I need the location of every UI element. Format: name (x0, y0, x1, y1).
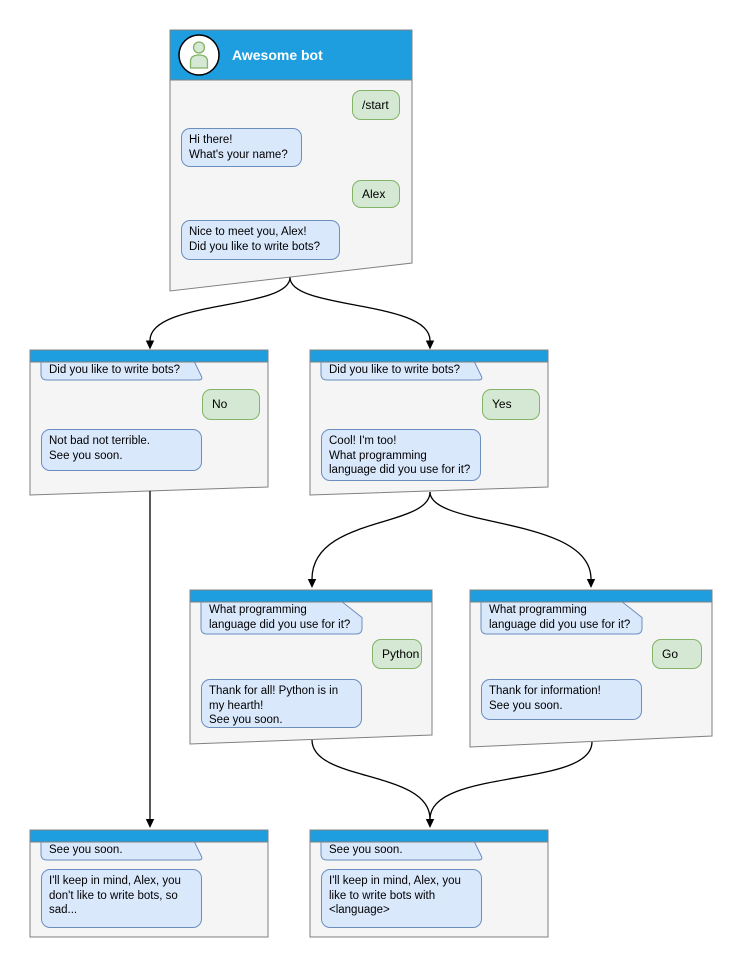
main-window-title: Awesome bot (232, 47, 323, 63)
bot-message-bubble: Nice to meet you, Alex! Did you like to … (181, 220, 340, 260)
bot-question-label: See you soon. (329, 844, 403, 856)
window-title-strip (469, 589, 713, 603)
arrowhead-icon (425, 819, 435, 828)
bot-question-label: What programming language did you use fo… (489, 604, 631, 631)
arrowhead-icon (145, 819, 155, 828)
bot-message-bubble: Thank for information! See you soon. (481, 679, 642, 720)
window-title-strip (309, 349, 549, 363)
connector-main-to-no (149, 277, 291, 341)
question-bubble-shape (320, 360, 483, 381)
arrowhead-icon (307, 579, 317, 588)
connector-yes-to-python (311, 491, 431, 580)
user-message-bubble: Yes (482, 389, 540, 420)
question-bubble-shape (200, 600, 363, 635)
connector-main-to-yes (289, 277, 431, 341)
user-message-bubble: /start (352, 90, 400, 120)
question-bubble-shape (320, 840, 483, 861)
bot-question-label: Did you like to write bots? (49, 364, 181, 376)
connector-python-to-end (311, 739, 431, 820)
bot-message-bubble: Thank for all! Python is in my hearth! S… (201, 679, 362, 728)
bot-message-bubble: Not bad not terrible. See you soon. (41, 429, 202, 471)
question-bubble-shape (480, 600, 643, 635)
user-message-bubble: No (202, 389, 260, 420)
bot-message-bubble: I'll keep in mind, Alex, you don't like … (41, 869, 202, 928)
window-title-strip (29, 349, 269, 363)
connector-go-to-end (429, 741, 593, 820)
user-message-bubble: Python (372, 639, 422, 669)
question-bubble-shape (40, 840, 203, 861)
user-message-bubble: Alex (352, 180, 400, 208)
person-icon (178, 34, 220, 76)
bot-question-label: What programming language did you use fo… (209, 604, 351, 631)
question-bubble-shape (40, 360, 203, 381)
arrowhead-icon (425, 340, 435, 350)
bot-message-bubble: Hi there! What's your name? (181, 128, 302, 167)
arrowhead-icon (586, 579, 596, 588)
window-title-strip (189, 589, 433, 603)
connector-yes-to-go (429, 491, 592, 580)
bot-question-label: Did you like to write bots? (329, 364, 461, 376)
user-message-bubble: Go (652, 639, 702, 669)
arrowhead-icon (145, 340, 155, 350)
window-title-strip (309, 829, 549, 843)
window-title-strip (29, 829, 269, 843)
bot-message-bubble: Cool! I'm too! What programming language… (321, 429, 481, 481)
bot-message-bubble: I'll keep in mind, Alex, you like to wri… (321, 869, 482, 928)
bot-question-label: See you soon. (49, 844, 123, 856)
